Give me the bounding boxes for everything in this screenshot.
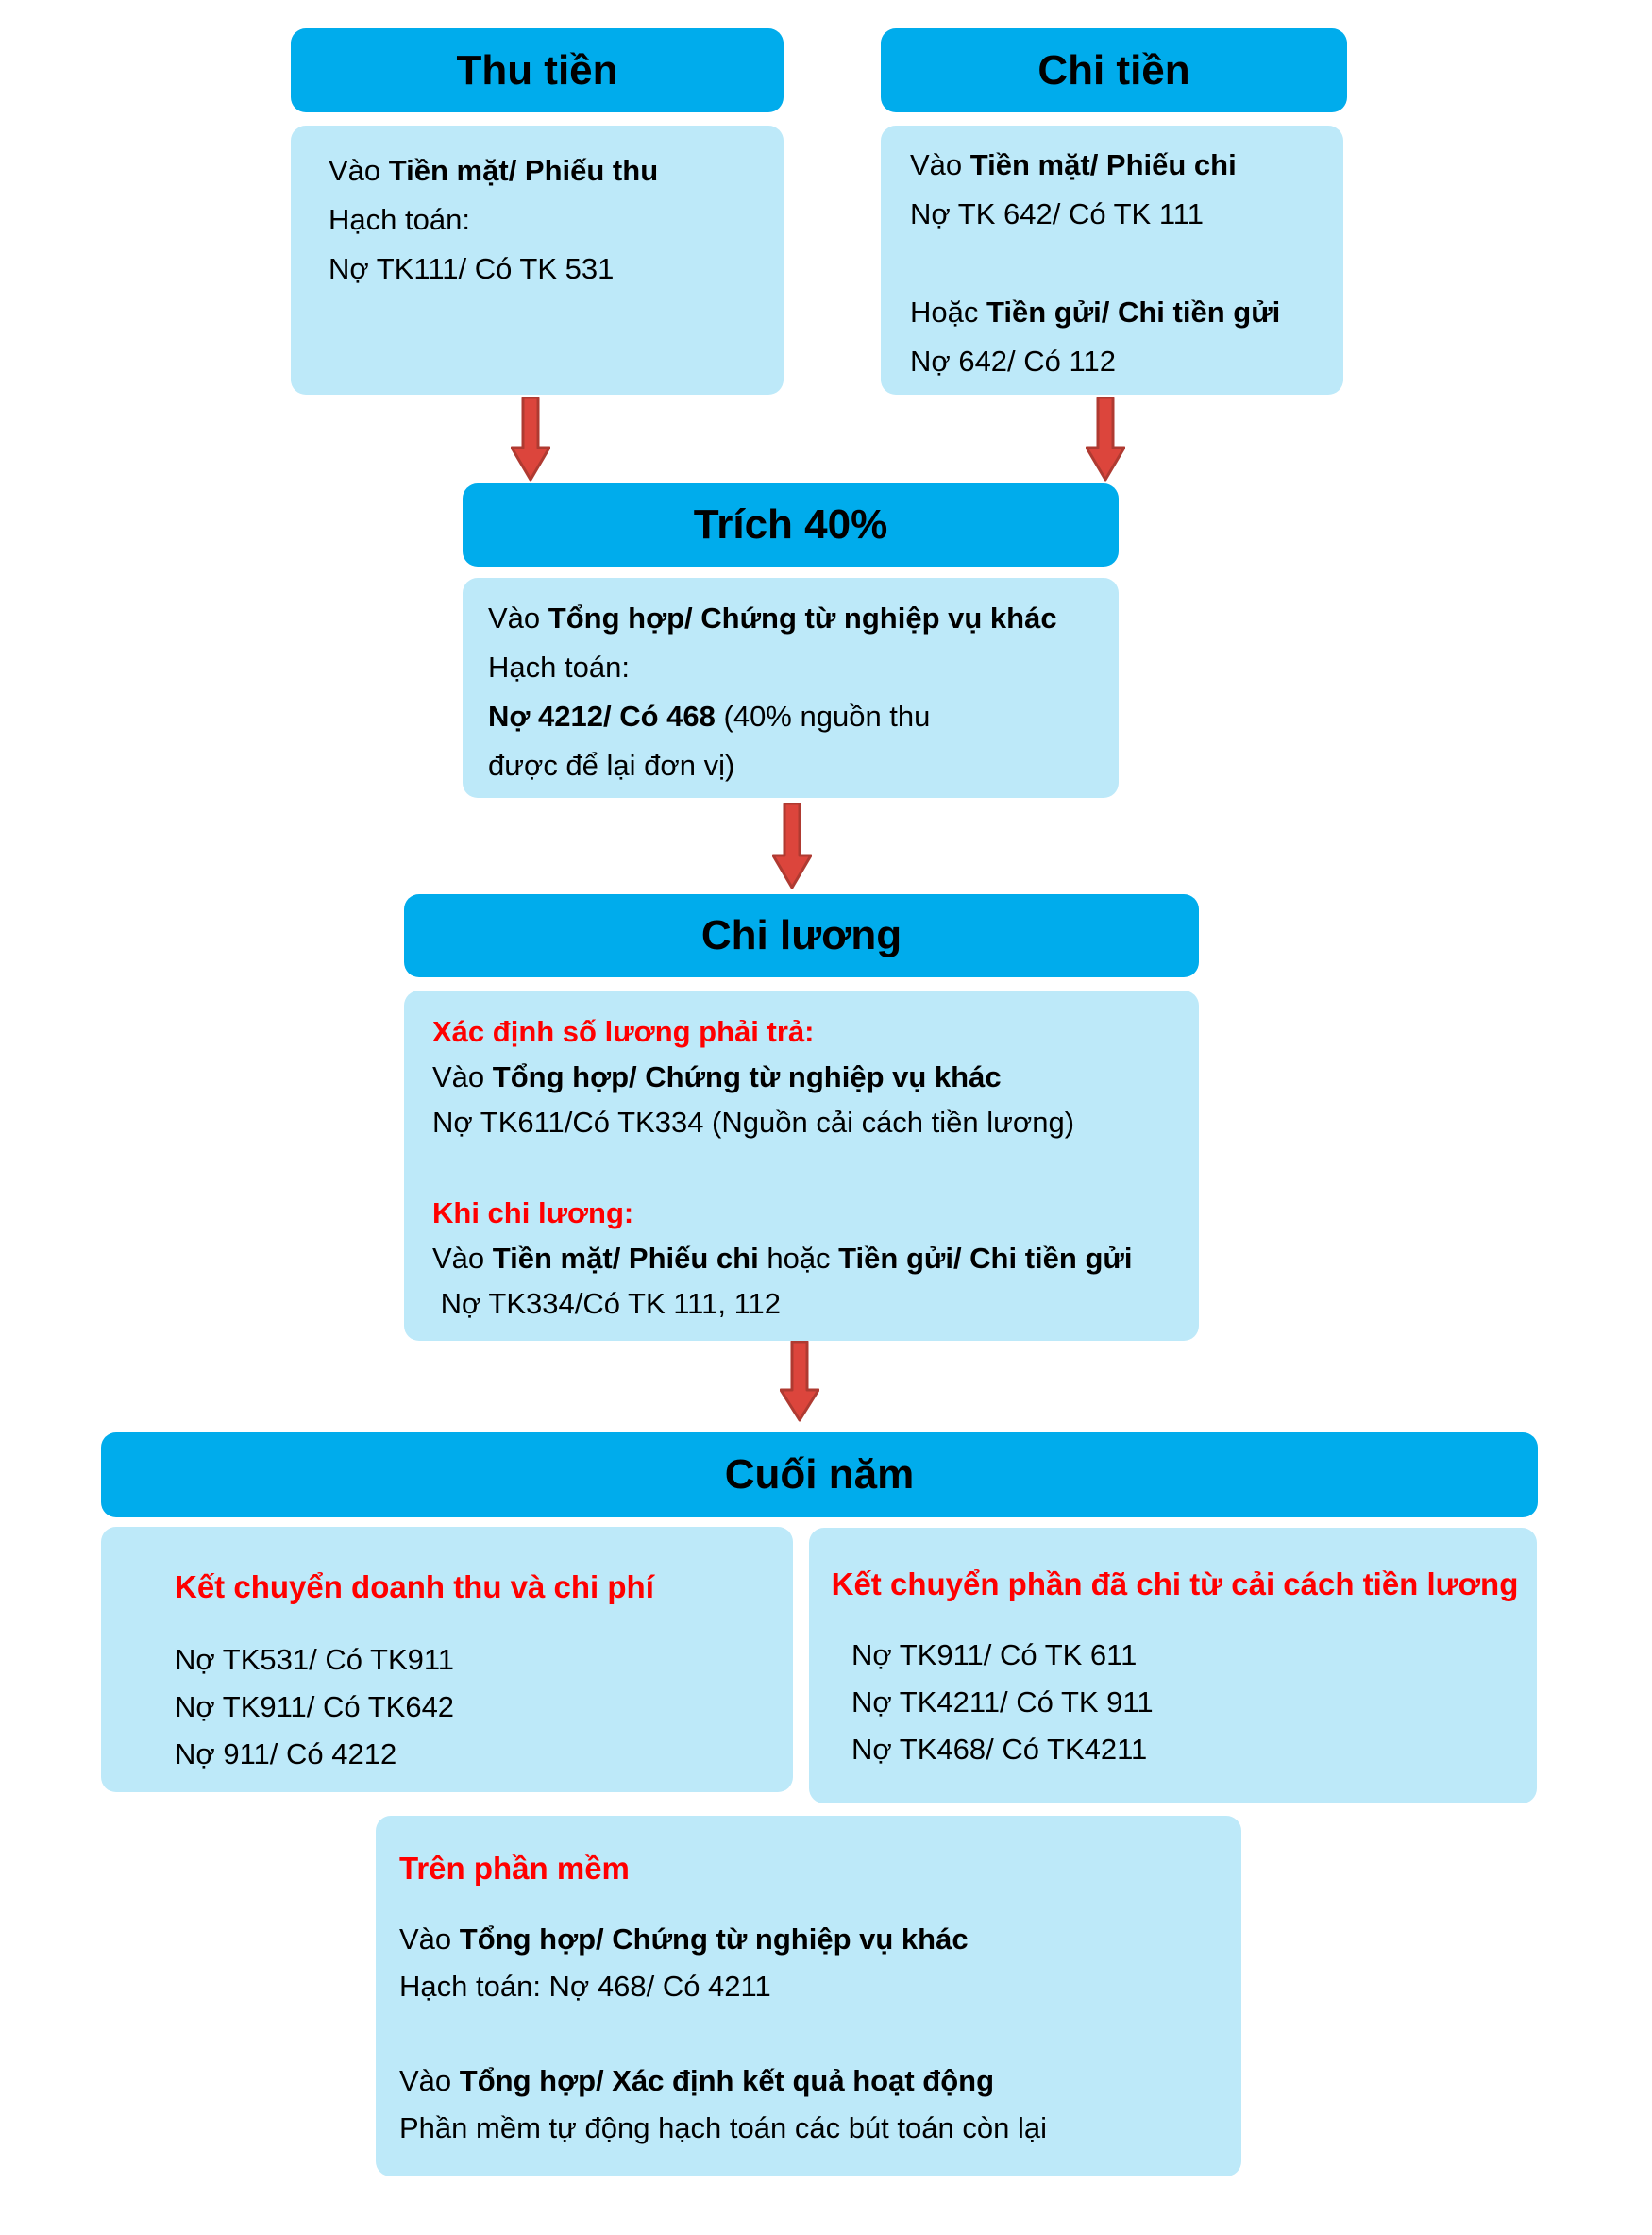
chi-tien-body: Vào Tiền mặt/ Phiếu chi Nợ TK 642/ Có TK … <box>881 126 1343 395</box>
arrow-down-icon <box>511 397 550 482</box>
text-line: Nợ TK334/Có TK 111, 112 <box>432 1287 782 1320</box>
cuoi-nam-header: Cuối năm <box>101 1432 1538 1517</box>
text-line: Hạch toán: Nợ 468/ Có 4211 <box>399 1970 771 2003</box>
text-line <box>432 1145 1182 1191</box>
arrow-down-icon <box>1086 397 1125 482</box>
text-line: Nợ 642/ Có 112 <box>910 345 1116 378</box>
text-line: Nợ TK611/Có TK334 (Nguồn cải cách tiền l… <box>432 1106 1075 1139</box>
ket-chuyen-cai-cach-title: Kết chuyển phần đã chi từ cải cách tiền … <box>831 1566 1519 1601</box>
text-line: Vào Tiền mặt/ Phiếu chi hoặc Tiền gửi/ C… <box>432 1242 1133 1275</box>
text-line: Hoặc Tiền gửi/ Chi tiền gửi <box>910 296 1281 329</box>
text-line: Vào Tiền mặt/ Phiếu chi <box>910 148 1237 181</box>
text-line: Khi chi lương: <box>432 1196 634 1229</box>
arrow-down-icon <box>772 803 812 889</box>
text-line: Hạch toán: <box>488 651 630 684</box>
tren-phan-mem-title: Trên phần mềm <box>399 1851 630 1886</box>
text-line: Nợ TK468/ Có TK4211 <box>851 1733 1148 1766</box>
text-line: Vào Tiền mặt/ Phiếu thu <box>329 154 659 187</box>
chi-luong-header: Chi lương <box>404 894 1199 977</box>
text-line: Hạch toán: <box>329 203 470 236</box>
arrow-down-icon <box>780 1341 819 1422</box>
chi-tien-header: Chi tiền <box>881 28 1347 112</box>
text-line: Phần mềm tự động hạch toán các bút toán … <box>399 2111 1047 2144</box>
text-line: Vào Tổng hợp/ Chứng từ nghiệp vụ khác <box>399 1922 969 1956</box>
thu-tien-header: Thu tiền <box>291 28 784 112</box>
ket-chuyen-doanh-thu-box: Kết chuyển doanh thu và chi phí Nợ TK531… <box>101 1527 793 1792</box>
text-line: Vào Tổng hợp/ Chứng từ nghiệp vụ khác <box>488 601 1057 635</box>
trich-40-header: Trích 40% <box>463 483 1119 567</box>
text-line: được để lại đơn vị) <box>488 749 735 782</box>
text-line <box>910 239 1326 288</box>
ket-chuyen-doanh-thu-title: Kết chuyển doanh thu và chi phí <box>175 1569 654 1604</box>
chi-luong-body: Xác định số lương phải trả: Vào Tổng hợp/… <box>404 991 1199 1341</box>
text-line: Nợ TK111/ Có TK 531 <box>329 252 615 285</box>
text-line: Nợ TK4211/ Có TK 911 <box>851 1685 1154 1719</box>
text-line: Vào Tổng hợp/ Chứng từ nghiệp vụ khác <box>432 1060 1002 1093</box>
ket-chuyen-doanh-thu-lines: Nợ TK531/ Có TK911 Nợ TK911/ Có TK642 Nợ 9… <box>175 1636 778 1778</box>
text-line: Vào Tổng hợp/ Xác định kết quả hoạt động <box>399 2064 995 2097</box>
text-line: Nợ TK911/ Có TK642 <box>175 1690 455 1723</box>
tren-phan-mem-box: Trên phần mềm Vào Tổng hợp/ Chứng từ ngh… <box>376 1816 1241 2176</box>
text-line <box>399 2010 1222 2057</box>
text-line: Nợ 4212/ Có 468 (40% nguồn thu <box>488 700 931 733</box>
text-line: Nợ TK531/ Có TK911 <box>175 1643 455 1676</box>
ket-chuyen-cai-cach-box: Kết chuyển phần đã chi từ cải cách tiền … <box>809 1528 1537 1803</box>
text-line: Nợ 911/ Có 4212 <box>175 1737 397 1770</box>
text-line: Nợ TK911/ Có TK 611 <box>851 1638 1138 1671</box>
text-line: Xác định số lương phải trả: <box>432 1015 815 1048</box>
text-line: Nợ TK 642/ Có TK 111 <box>910 197 1204 230</box>
